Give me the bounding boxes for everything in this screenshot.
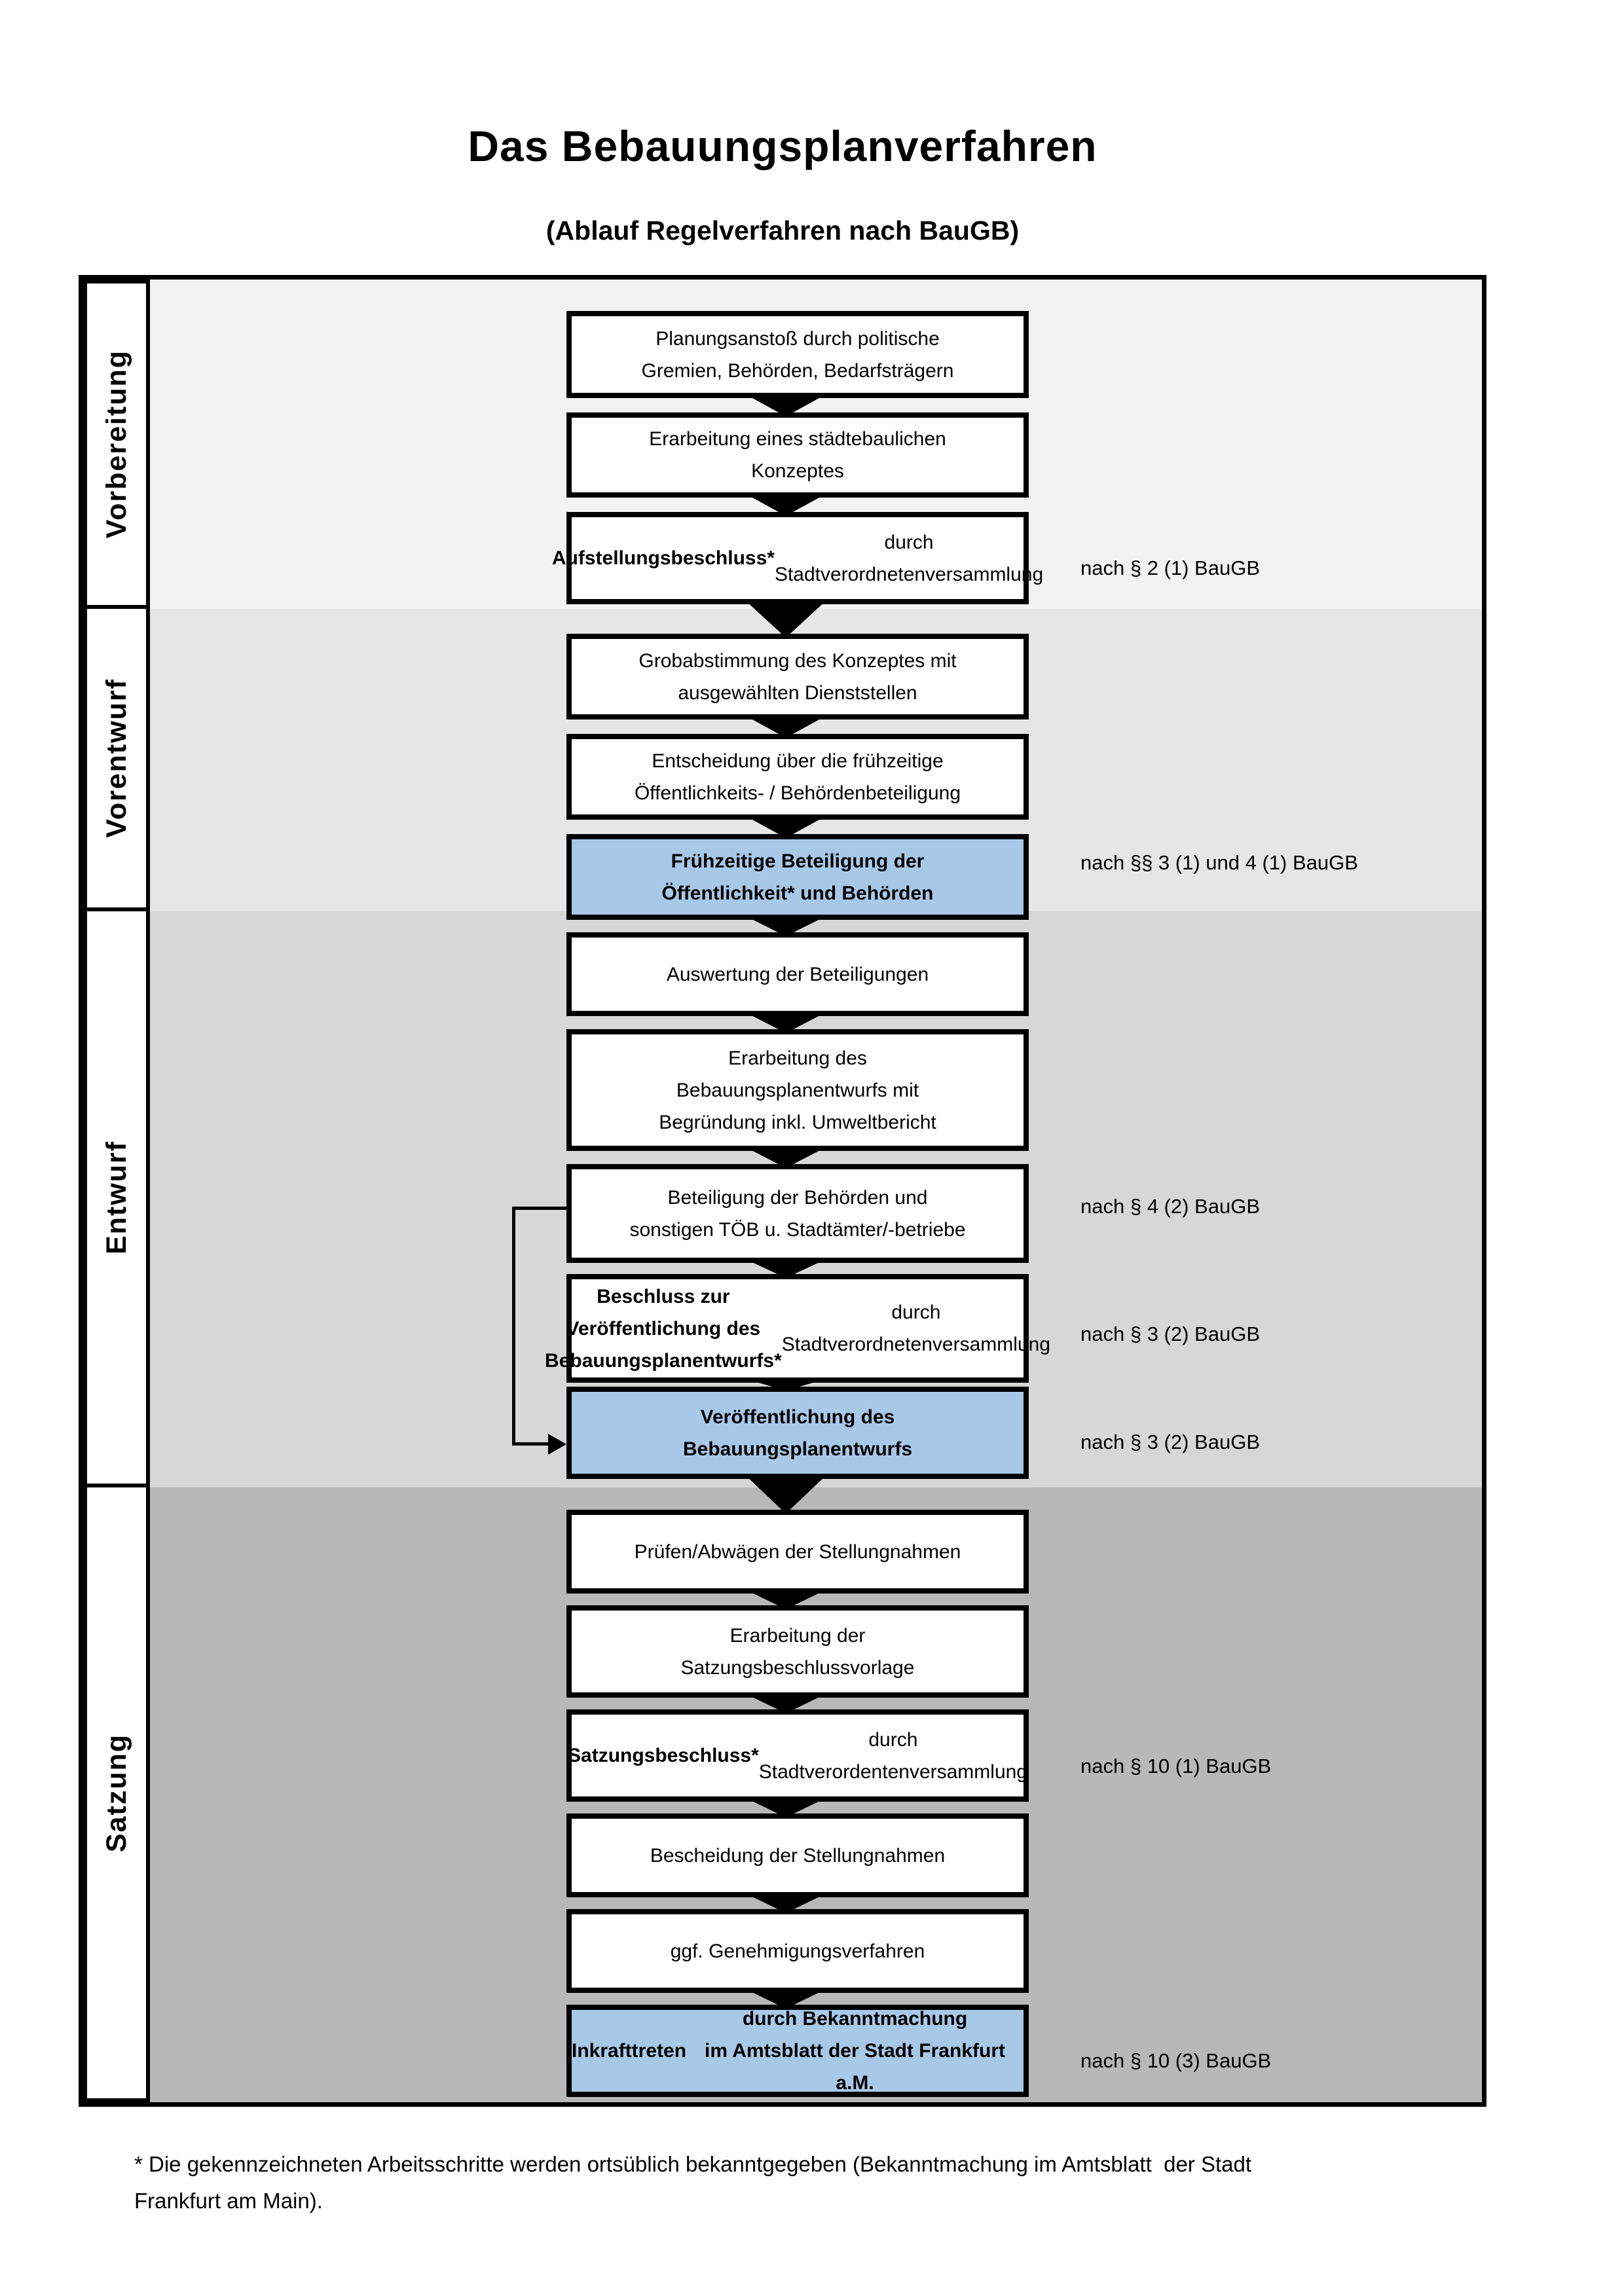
step-text: durch Bekanntmachung im Amtsblatt der St… xyxy=(705,2008,1005,2094)
genehmigungsverfahren-box: ggf. Genehmigungsverfahren xyxy=(566,1909,1029,1993)
planungsanstoss-box: Planungsanstoß durch politische Gremien,… xyxy=(566,311,1029,398)
entscheidung-beteiligung-box: Entscheidung über die frühzeitige Öffent… xyxy=(566,734,1029,820)
step-text: durch Stadtverordnetenversammlung xyxy=(774,531,1044,585)
phase-label: Vorentwurf xyxy=(100,678,132,838)
step-text: Erarbeitung der Satzungsbeschlussvorlage xyxy=(680,1624,915,1679)
phase-box-vorentwurf: Vorentwurf xyxy=(83,605,150,911)
behoerdenbeteiligung-box: Beteiligung der Behörden und sonstigen T… xyxy=(566,1164,1029,1263)
auswertung-box: Auswertung der Beteiligungen xyxy=(566,932,1029,1016)
step-text: Beschluss zur Veröffentlichung des Bebau… xyxy=(545,1285,782,1372)
step-text: Erarbeitung eines städtebaulichen Konzep… xyxy=(649,428,946,482)
footnote: * Die gekennzeichneten Arbeitsschritte w… xyxy=(134,2152,1252,2213)
legal-reference: nach § 3 (2) BauGB xyxy=(1080,1322,1260,1345)
legal-reference: nach § 10 (3) BauGB xyxy=(1080,2049,1272,2072)
konzept-erarbeitung-box: Erarbeitung eines städtebaulichen Konzep… xyxy=(566,412,1029,498)
step-text: Auswertung der Beteiligungen xyxy=(666,963,929,985)
step-text: durch Stadtverordentenversammlung xyxy=(758,1728,1027,1783)
flow-arrow-down-icon xyxy=(745,600,826,638)
bracket-arrow-right-icon xyxy=(548,1433,566,1455)
step-text: Satzungsbeschluss* xyxy=(568,1745,759,1766)
inkrafttreten-box: Inkrafttreten durch Bekanntmachung im Am… xyxy=(566,2005,1029,2097)
bescheidung-box: Bescheidung der Stellungnahmen xyxy=(566,1813,1029,1897)
legal-reference: nach § 3 (2) BauGB xyxy=(1080,1430,1260,1453)
satzungsbeschluss-box: Satzungsbeschluss* durch Stadtverordente… xyxy=(566,1709,1029,1802)
bracket-bottom-line xyxy=(512,1442,551,1446)
aufstellungsbeschluss-box: Aufstellungsbeschluss* durch Stadtverord… xyxy=(552,512,1043,604)
entwurf-erarbeitung-box: Erarbeitung des Bebauungsplanentwurfs mi… xyxy=(566,1029,1029,1151)
grobabstimmung-box: Grobabstimmung des Konzeptes mit ausgewä… xyxy=(566,634,1029,720)
flow-arrow-down-icon xyxy=(745,1475,826,1514)
step-text: Inkrafttreten xyxy=(572,2040,687,2062)
phase-label: Satzung xyxy=(100,1733,132,1853)
page-subtitle: (Ablauf Regelverfahren nach BauGB) xyxy=(545,215,1020,246)
phase-box-entwurf: Entwurf xyxy=(83,907,150,1487)
pruefen-abwaegen-box: Prüfen/Abwägen der Stellungnahmen xyxy=(566,1510,1029,1594)
phase-label: Entwurf xyxy=(100,1140,132,1255)
step-text: ggf. Genehmigungsverfahren xyxy=(670,1940,925,1962)
phase-box-satzung: Satzung xyxy=(83,1484,150,2102)
fruehzeitige-beteiligung-box: Frühzeitige Beteiligung der Öffentlichke… xyxy=(566,834,1029,920)
phase-box-vorbereitung: Vorbereitung xyxy=(83,280,150,609)
header: Das Bebauungsplanverfahren (Ablauf Regel… xyxy=(79,0,1486,246)
step-text: Prüfen/Abwägen der Stellungnahmen xyxy=(634,1540,961,1563)
step-text: Planungsanstoß durch politische Gremien,… xyxy=(641,327,954,382)
legal-reference: nach §§ 3 (1) und 4 (1) BauGB xyxy=(1080,851,1358,874)
veroeffentlichungsbeschluss-box: Beschluss zur Veröffentlichung des Bebau… xyxy=(545,1274,1050,1383)
diagram-frame: Behördenbeteiligung ggf. parallel zur Ve… xyxy=(79,275,1486,2107)
diagram-canvas: Behördenbeteiligung ggf. parallel zur Ve… xyxy=(83,280,1482,2102)
veroeffentlichung-box: Veröffentlichung des Bebauungsplanentwur… xyxy=(566,1387,1029,1479)
step-text: Erarbeitung des Bebauungsplanentwurfs mi… xyxy=(659,1047,936,1133)
legal-reference: nach § 4 (2) BauGB xyxy=(1080,1195,1260,1218)
step-text: Grobabstimmung des Konzeptes mit ausgewä… xyxy=(638,649,957,704)
legal-reference: nach § 10 (1) BauGB xyxy=(1080,1755,1272,1777)
bracket-vertical-line xyxy=(512,1207,515,1446)
step-text: durch Stadtverordnetenversammlung xyxy=(781,1302,1050,1355)
legal-reference: nach § 2 (1) BauGB xyxy=(1080,556,1260,579)
page-title: Das Bebauungsplanverfahren xyxy=(468,122,1098,170)
satzungsvorlage-box: Erarbeitung der Satzungsbeschlussvorlage xyxy=(566,1605,1029,1698)
step-text: Aufstellungsbeschluss* xyxy=(551,547,775,569)
step-text: Veröffentlichung des Bebauungsplanentwur… xyxy=(682,1406,913,1460)
step-text: Bescheidung der Stellungnahmen xyxy=(650,1844,946,1867)
step-text: Entscheidung über die frühzeitige Öffent… xyxy=(634,750,961,804)
step-text: Beteiligung der Behörden und sonstigen T… xyxy=(629,1186,966,1241)
step-text: Frühzeitige Beteiligung der Öffentlichke… xyxy=(661,850,934,904)
phase-label: Vorbereitung xyxy=(100,350,132,539)
bracket-top-line xyxy=(512,1207,566,1210)
